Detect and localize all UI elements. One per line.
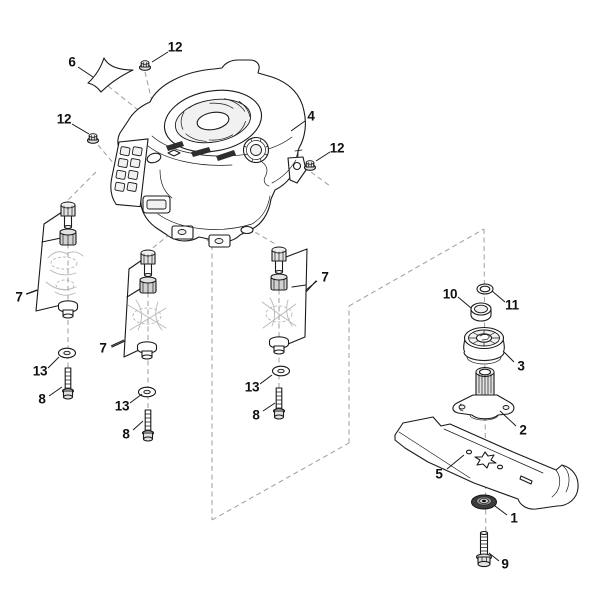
part-number-7-anti-vibration-mount-set: 7 xyxy=(321,269,329,285)
gasket-pad xyxy=(87,57,134,93)
part-number-11-o-ring: 11 xyxy=(505,297,519,313)
leader-line-4 xyxy=(290,120,306,132)
leader-line-11 xyxy=(491,290,506,303)
leader-line-7 xyxy=(305,280,318,291)
leader-lines xyxy=(25,51,517,562)
leader-line-5 xyxy=(446,454,465,470)
blade-adapter xyxy=(452,367,515,421)
carburetor-detail xyxy=(287,149,307,184)
cowl-stripe xyxy=(166,141,184,151)
part-number-13-washer: 13 xyxy=(32,363,48,379)
part-number-10-sleeve-ring: 10 xyxy=(442,286,458,302)
leader-line-8 xyxy=(132,420,144,431)
leader-line-12 xyxy=(71,123,90,135)
part-number-5-mower-blade: 5 xyxy=(435,466,443,482)
leader-line-13 xyxy=(129,393,143,404)
leader-line-2 xyxy=(499,410,517,427)
flanged-bushing xyxy=(136,341,158,360)
engine-illustration xyxy=(110,59,307,248)
leader-line-8 xyxy=(48,386,63,397)
mount-screw xyxy=(271,246,287,275)
drive-cup xyxy=(463,326,505,365)
flange-nut xyxy=(86,133,100,144)
part-number-2-blade-adapter: 2 xyxy=(519,422,527,438)
rubber-buffer xyxy=(139,276,157,294)
cowl-stripe xyxy=(191,147,211,157)
part-number-4-engine: 4 xyxy=(307,108,315,124)
mount-bolt xyxy=(61,367,75,400)
leader-line-13 xyxy=(47,356,60,369)
blade-washer xyxy=(471,494,497,510)
o-ring xyxy=(476,283,494,295)
flanged-bushing xyxy=(57,300,79,319)
cowl-stripe xyxy=(216,150,236,161)
brand-badge xyxy=(146,152,162,164)
part-number-7-anti-vibration-mount-set: 7 xyxy=(99,340,107,356)
leader-line-10 xyxy=(457,296,472,309)
mower-blade xyxy=(394,416,579,510)
flange-nut xyxy=(138,60,152,71)
leader-line-3 xyxy=(503,351,515,363)
part-number-12-flange-nut: 12 xyxy=(329,140,345,156)
washer xyxy=(271,365,291,377)
part-number-1-blade-washer: 1 xyxy=(510,510,518,526)
flanged-bushing xyxy=(268,336,290,355)
av-mount-sketch-left xyxy=(45,251,84,296)
leader-line-13 xyxy=(259,374,273,385)
part-number-12-flange-nut: 12 xyxy=(167,39,183,55)
part-number-8-mount-bolt: 8 xyxy=(38,391,46,407)
rubber-buffer xyxy=(270,273,288,291)
leader-line-7 xyxy=(110,339,125,347)
leader-line-12 xyxy=(151,51,169,63)
mount-foot xyxy=(240,225,254,235)
blade-bolt xyxy=(475,530,493,568)
leader-line-12 xyxy=(315,151,331,162)
leader-line-6 xyxy=(77,66,94,78)
recoil-starter xyxy=(163,89,263,153)
part-number-9-blade-bolt: 9 xyxy=(501,556,509,572)
part-number-7-anti-vibration-mount-set: 7 xyxy=(15,289,23,305)
mount-screw xyxy=(60,201,76,230)
part-number-8-mount-bolt: 8 xyxy=(252,407,260,423)
washer xyxy=(57,347,77,359)
part-number-13-washer: 13 xyxy=(244,379,260,395)
fuel-cap xyxy=(242,136,270,187)
part-number-12-flange-nut: 12 xyxy=(56,111,72,127)
av-mount-sketch-right xyxy=(261,297,297,329)
part-number-6-gasket-pad: 6 xyxy=(68,54,76,70)
vent-panel xyxy=(110,138,149,208)
mount-bolt xyxy=(141,409,155,442)
mount-assembly-middle xyxy=(111,249,158,442)
mount-assembly-right xyxy=(268,246,317,420)
washer xyxy=(137,386,157,398)
rubber-buffer xyxy=(59,228,77,246)
leader-line-1 xyxy=(494,505,508,516)
leader-line-8 xyxy=(262,402,276,412)
mount-bolt xyxy=(272,387,286,420)
part-number-13-washer: 13 xyxy=(114,398,130,414)
part-number-8-mount-bolt: 8 xyxy=(122,426,130,442)
flange-nut xyxy=(303,160,317,171)
sleeve-ring xyxy=(470,302,492,322)
av-mount-sketch-middle xyxy=(127,299,167,331)
leader-line-7 xyxy=(25,289,38,295)
part-number-3-drive-cup: 3 xyxy=(517,358,525,374)
brand-diamond xyxy=(167,149,181,157)
leader-line-9 xyxy=(488,552,500,562)
